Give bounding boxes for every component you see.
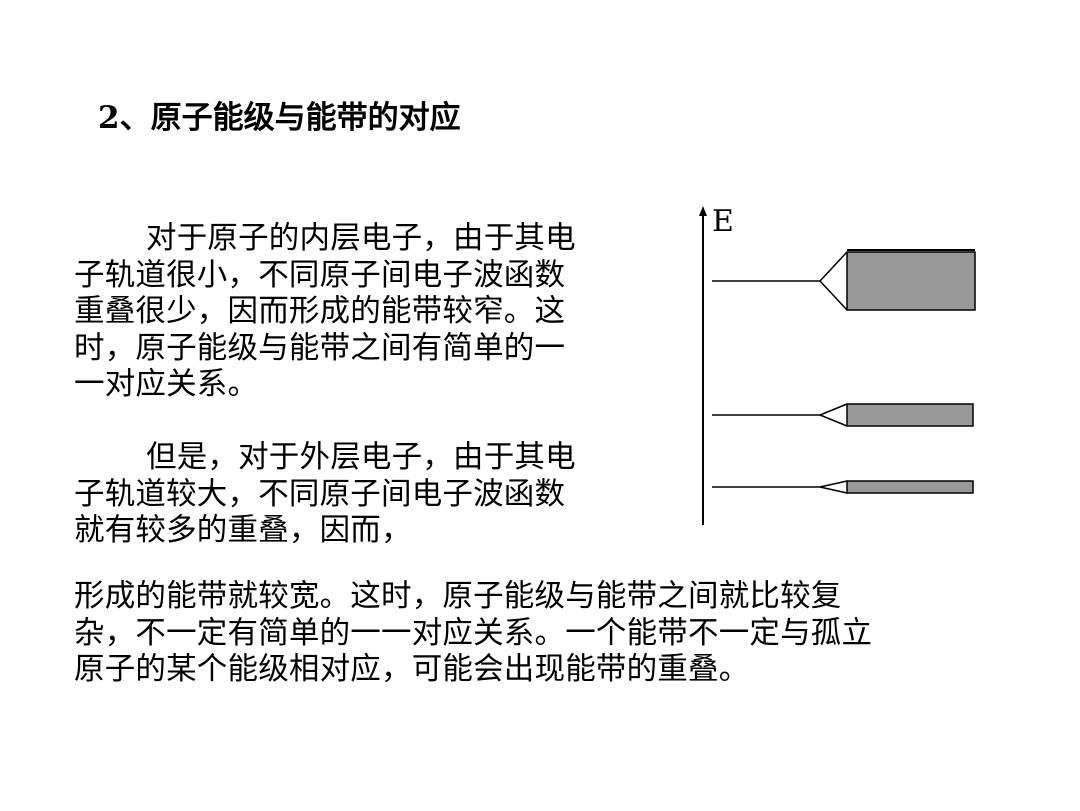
text-line: 子轨道较大，不同原子间电子波函数: [74, 476, 566, 512]
band-connector: [818, 251, 848, 311]
text-line: 子轨道很小，不同原子间电子波函数: [74, 257, 566, 293]
energy-band-wide: [846, 251, 976, 311]
text-line: 重叠很少，因而形成的能带较窄。这: [74, 294, 566, 329]
text-line: 形成的能带就较宽。这时，原子能级与能带之间就比较复: [74, 579, 842, 614]
paragraph-inner-electrons: 对于原子的内层电子，由于其电 子轨道很小，不同原子间电子波函数 重叠很少，因而形…: [74, 221, 576, 404]
energy-band-diagram: E: [699, 204, 976, 525]
text-line: 对于原子的内层电子，由于其电: [146, 221, 576, 256]
energy-axis-arrow: [699, 206, 707, 216]
band-connector: [818, 403, 848, 427]
text-line: 就有较多的重叠，因而，: [74, 513, 412, 548]
text-line: 杂，不一定有简单的一一对应关系。一个能带不一定与孤立: [74, 615, 873, 651]
text-line: 原子的某个能级相对应，可能会出现能带的重叠。: [74, 652, 750, 687]
band-connector: [819, 480, 848, 494]
text-line: 一对应关系。: [74, 367, 259, 402]
energy-axis-label: E: [712, 204, 734, 239]
text-line: 时，原子能级与能带之间有简单的一: [74, 330, 566, 366]
paragraph-outer-electrons: 但是，对于外层电子，由于其电 子轨道较大，不同原子间电子波函数 就有较多的重叠，…: [74, 440, 576, 550]
energy-band-narrow: [846, 480, 974, 494]
paragraph-wide-bands: 形成的能带就较宽。这时，原子能级与能带之间就比较复 杂，不一定有简单的一一对应关…: [74, 579, 872, 689]
text-line: 但是，对于外层电子，由于其电: [146, 440, 576, 475]
slide-title: 2、原子能级与能带的对应: [98, 100, 461, 136]
energy-band-medium: [846, 403, 974, 427]
